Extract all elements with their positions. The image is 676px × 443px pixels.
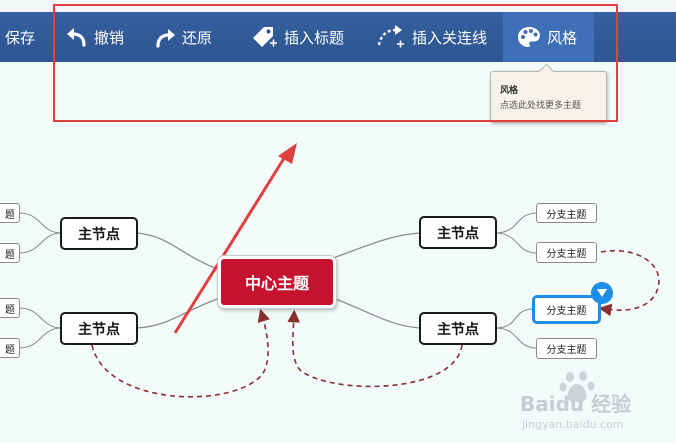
sub-node-partial[interactable]: 题 xyxy=(0,298,20,318)
sub-node-label: 题 xyxy=(5,344,15,356)
undo-arrow-icon xyxy=(66,26,88,48)
main-node-right-top[interactable]: 主节点 xyxy=(419,216,497,249)
undo-label: 撤销 xyxy=(94,28,125,47)
main-node-label: 主节点 xyxy=(437,225,479,242)
tooltip-text: 点选此处找更多主题 xyxy=(500,101,582,111)
connector-line xyxy=(494,308,534,329)
sub-node-label: 分支主题 xyxy=(546,249,587,260)
watermark-url: jingyan.baidu.com xyxy=(522,418,624,431)
sub-node-label: 题 xyxy=(5,209,15,221)
connector-line xyxy=(494,232,538,254)
tooltip-title: 风格 xyxy=(500,86,519,96)
main-node-right-bottom[interactable]: 主节点 xyxy=(419,312,497,345)
toolbar: 保存 撤销 还原 插入标题 xyxy=(0,12,676,62)
undo-button[interactable]: 撤销 xyxy=(66,12,124,62)
sub-node-label: 题 xyxy=(5,249,15,261)
sub-node-selected[interactable]: 分支主题 xyxy=(532,295,601,324)
style-button[interactable]: 风格 xyxy=(503,12,594,62)
connector-line xyxy=(18,307,63,329)
annotation-arrow xyxy=(173,151,290,334)
center-topic-label: 中心主题 xyxy=(244,274,309,293)
relation-line xyxy=(287,309,463,388)
connector-line xyxy=(18,212,63,234)
sub-node-label: 分支主题 xyxy=(546,345,587,356)
insert-relation-label: 插入关连线 xyxy=(412,28,488,47)
style-tooltip: 风格 点选此处找更多主题 xyxy=(490,63,607,123)
connector-line xyxy=(18,232,63,254)
baidu-watermark: Baidu 经验 jingyan.baidu.com xyxy=(520,368,640,438)
sub-node-partial[interactable]: 题 xyxy=(0,338,20,358)
sub-node[interactable]: 分支主题 xyxy=(536,338,597,359)
insert-relation-button[interactable]: 插入关连线 xyxy=(376,12,487,62)
curved-arrow-plus-icon xyxy=(376,24,406,50)
paw-logo-icon xyxy=(559,371,595,402)
palette-icon xyxy=(517,25,541,49)
annotation-highlight-box xyxy=(53,4,618,122)
main-node-label: 主节点 xyxy=(437,321,479,338)
redo-arrow-icon xyxy=(154,26,176,48)
save-button[interactable]: 保存 xyxy=(5,12,35,62)
connector-line xyxy=(332,232,421,259)
connector-line xyxy=(18,327,63,349)
redo-label: 还原 xyxy=(182,28,213,47)
connector-line xyxy=(494,212,538,234)
redo-button[interactable]: 还原 xyxy=(154,12,212,62)
relation-line xyxy=(598,250,660,317)
sub-node-label: 分支主题 xyxy=(546,209,587,221)
sub-node-label: 分支主题 xyxy=(546,306,587,317)
save-label: 保存 xyxy=(5,28,36,47)
connector-line xyxy=(494,327,538,349)
insert-title-button[interactable]: 插入标题 xyxy=(250,12,344,62)
main-node-left-top[interactable]: 主节点 xyxy=(60,217,138,250)
connector-line xyxy=(136,232,221,271)
collapse-toggle-icon[interactable] xyxy=(591,282,613,304)
sub-node[interactable]: 分支主题 xyxy=(536,242,597,263)
style-label: 风格 xyxy=(547,28,578,47)
watermark-brand: Baidu 经验 xyxy=(520,392,632,416)
sub-node-label: 题 xyxy=(5,304,15,316)
connector-line xyxy=(332,297,421,329)
main-node-label: 主节点 xyxy=(78,226,120,243)
window-top-strip xyxy=(0,0,676,12)
sub-node-partial[interactable]: 题 xyxy=(0,203,20,223)
main-node-label: 主节点 xyxy=(78,321,120,338)
center-topic-node[interactable]: 中心主题 xyxy=(218,256,336,308)
connector-line xyxy=(136,297,221,329)
main-node-left-bottom[interactable]: 主节点 xyxy=(60,312,138,345)
sub-node[interactable]: 分支主题 xyxy=(536,203,597,223)
tag-plus-icon xyxy=(250,24,278,50)
insert-title-label: 插入标题 xyxy=(284,28,345,47)
sub-node-partial[interactable]: 题 xyxy=(0,243,20,263)
annotation-arrowhead xyxy=(278,143,297,164)
